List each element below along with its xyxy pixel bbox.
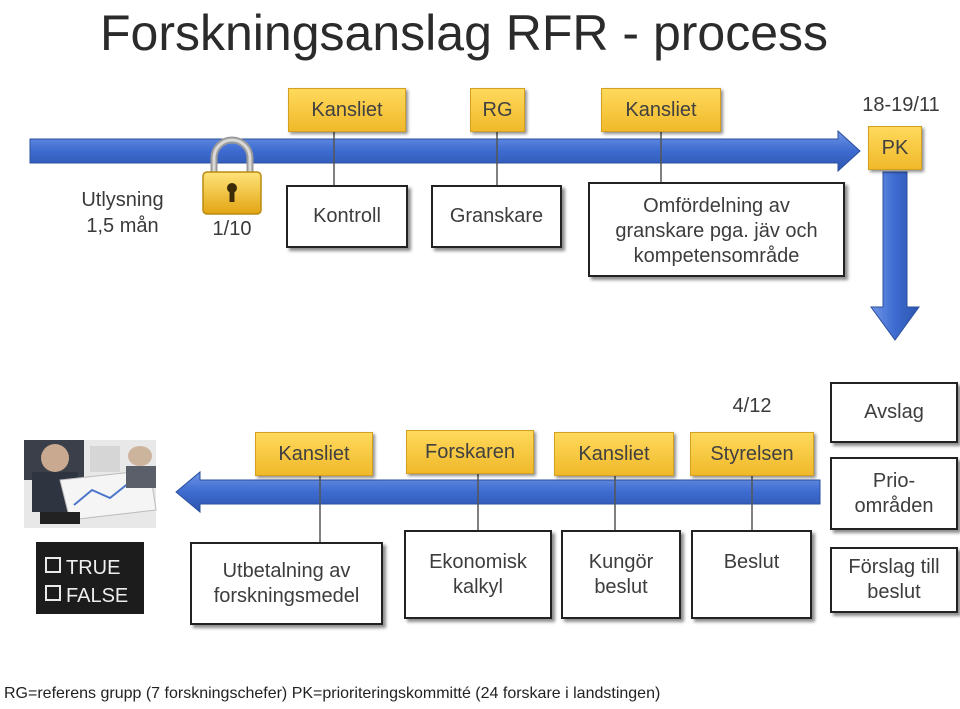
box-forslag-till-beslut: Förslag till beslut [830,547,958,613]
styrelsen-date: 4/12 [732,395,772,417]
tag-kansliet-bottom-1: Kansliet [255,432,373,476]
box-avslag-label: Avslag [864,401,924,423]
meeting-photo [24,440,157,528]
tag-rg: RG [470,88,525,132]
step-ekonomisk-kalkyl-label: Ekonomisk kalkyl [429,550,527,598]
tag-pk: PK [868,126,922,170]
step-utbetalning-label: Utbetalning av forskningsmedel [213,559,360,607]
true-false-image [36,542,144,614]
bottom-timeline-arrow [175,470,821,514]
pk-date: 18-19/11 [862,94,940,116]
step-omfordelning-label: Omfördelning av granskare pga. jäv och k… [615,195,818,267]
utlysning-label: Utlysning 1,5 mån [81,189,164,237]
step-kontroll-label: Kontroll [313,205,381,227]
step-beslut-label: Beslut [723,551,780,573]
down-arrow [870,171,920,341]
box-forslag-label: Förslag till beslut [848,556,940,603]
lock-date: 1/10 [212,218,252,240]
step-granskare-label: Granskare [449,205,544,227]
top-connectors [333,125,662,185]
step-kungor-beslut: Kungör beslut [561,530,681,619]
page-title: Forskningsanslag RFR - process [100,5,829,61]
tag-kansliet-top-1: Kansliet [288,88,406,132]
tag-forskaren: Forskaren [406,430,534,474]
box-avslag: Avslag [830,382,958,443]
step-omfordelning: Omfördelning av granskare pga. jäv och k… [588,182,845,277]
box-prioomraden-label: Prio- områden [854,469,934,517]
step-granskare: Granskare [431,185,562,248]
step-kungor-beslut-label: Kungör beslut [588,550,654,598]
box-prioomraden: Prio- områden [830,457,958,530]
step-utbetalning: Utbetalning av forskningsmedel [190,542,383,625]
false-label: FALSE [66,585,128,607]
tag-kansliet-bottom-2: Kansliet [554,432,674,476]
top-timeline-arrow [29,129,861,173]
step-kontroll: Kontroll [286,185,408,248]
tag-kansliet-top-2: Kansliet [601,88,721,132]
footnote: RG=referens grupp (7 forskningschefer) P… [4,685,661,702]
tag-styrelsen: Styrelsen [690,432,814,476]
padlock-icon [202,136,262,215]
true-label: TRUE [66,557,120,579]
step-beslut: Beslut [691,530,812,619]
bottom-connectors [319,470,753,542]
step-ekonomisk-kalkyl: Ekonomisk kalkyl [404,530,552,619]
